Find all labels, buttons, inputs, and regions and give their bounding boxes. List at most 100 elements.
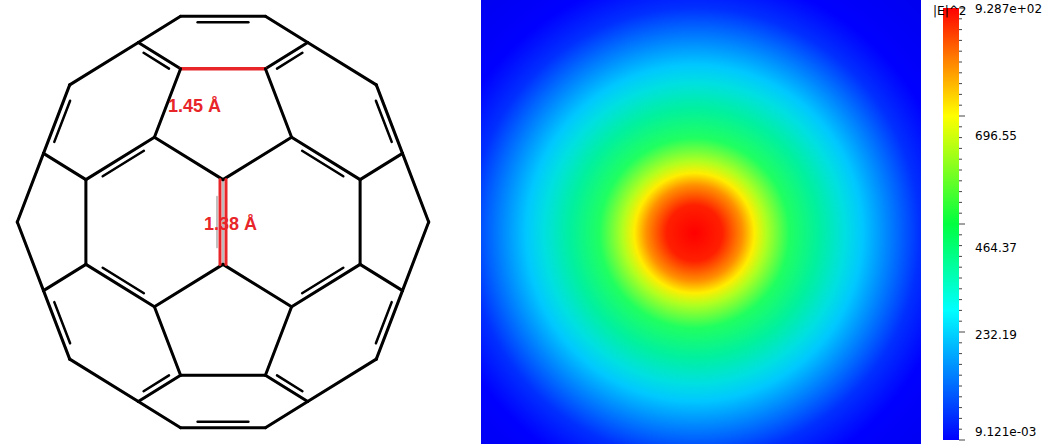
tick-mark <box>959 396 962 397</box>
bond-line <box>308 359 377 401</box>
tick-mark <box>959 386 962 387</box>
bond-line <box>223 137 292 179</box>
back-bond-line <box>292 264 361 306</box>
double-bond <box>302 268 343 294</box>
back-bond-line <box>308 43 377 85</box>
tick-mark <box>959 29 962 30</box>
scale-value: 9.287e+02 <box>975 2 1042 16</box>
tick-mark <box>959 353 962 354</box>
tick-mark <box>959 105 962 106</box>
bond-line <box>360 264 402 290</box>
double-bond <box>103 268 144 294</box>
back-bond-line <box>265 16 307 42</box>
bond-line <box>265 307 291 376</box>
back-bond-line <box>138 375 180 401</box>
tick-mark <box>959 342 962 343</box>
tick-mark <box>959 234 962 235</box>
back-bond-line <box>154 137 223 179</box>
double-bond <box>103 151 144 177</box>
tick-mark <box>959 278 962 279</box>
back-bond-line <box>181 68 266 70</box>
back-bond-line <box>138 16 180 42</box>
back-bond-line <box>403 153 429 222</box>
bond-line <box>44 291 70 360</box>
tick-mark <box>959 310 962 311</box>
double-bond <box>376 101 392 142</box>
back-bond-line <box>265 307 291 376</box>
double-bond <box>103 151 144 177</box>
bond-line <box>138 16 180 42</box>
bond-line <box>44 264 86 290</box>
bond-line <box>360 153 402 179</box>
tick-mark <box>959 83 962 84</box>
double-bond <box>144 53 169 69</box>
back-bond-line <box>17 222 43 291</box>
back-bond-line <box>85 180 87 265</box>
bond-line <box>154 264 223 306</box>
tick-mark <box>959 40 962 41</box>
tick-mark <box>959 51 962 52</box>
double-bond <box>198 420 249 423</box>
tick-mark <box>959 332 965 333</box>
tick-mark <box>959 224 965 225</box>
bond-line <box>154 307 180 376</box>
scale-value: 9.121e-03 <box>975 425 1036 439</box>
scale-value: 696.55 <box>975 129 1017 143</box>
tick-mark <box>959 180 962 181</box>
tick-mark <box>959 202 962 203</box>
bond-line <box>265 69 291 138</box>
double-bond <box>277 375 302 391</box>
tick-mark <box>959 191 962 192</box>
tick-mark <box>959 18 962 19</box>
tick-mark <box>959 137 962 138</box>
back-bond-line <box>360 153 402 179</box>
double-bond <box>376 302 392 343</box>
tick-mark <box>959 170 962 171</box>
tick-mark <box>959 256 962 257</box>
bond-line <box>17 222 43 291</box>
tick-mark <box>959 62 962 63</box>
bond-line <box>44 85 70 153</box>
bond-line <box>359 180 362 265</box>
bond-line <box>70 43 139 85</box>
bond-length: 1.38 Å <box>204 214 257 235</box>
double-bond <box>302 151 343 177</box>
bond-line <box>70 359 139 401</box>
back-bond-line <box>86 137 154 179</box>
bond-line <box>265 43 307 69</box>
double-bond <box>144 375 169 391</box>
tick-mark <box>959 267 962 268</box>
tick-mark <box>959 72 962 73</box>
bond-line <box>292 264 361 306</box>
bond-line <box>138 375 180 401</box>
back-bond-line <box>265 69 291 138</box>
back-bond-line <box>292 137 361 179</box>
bond-line <box>265 402 307 428</box>
back-bond-line <box>138 402 180 428</box>
color-bar <box>943 8 959 440</box>
tick-mark <box>959 429 962 430</box>
scale-value: 464.37 <box>975 241 1017 255</box>
tick-mark <box>959 299 962 300</box>
back-bond-line <box>265 375 307 401</box>
tick-mark <box>959 321 962 322</box>
double-bond <box>54 302 70 343</box>
tick-mark <box>959 364 962 365</box>
back-bond-line <box>265 43 307 69</box>
back-bond-line <box>223 264 292 306</box>
bond-line <box>223 264 292 306</box>
bond-line <box>17 153 43 222</box>
tick-mark <box>959 116 965 117</box>
scale-value: 232.19 <box>975 328 1017 342</box>
back-bond-line <box>138 43 180 69</box>
back-bond-line <box>376 85 402 153</box>
back-bond-line <box>308 359 377 401</box>
bond-line <box>265 16 307 42</box>
bond-line <box>84 180 87 265</box>
double-bond <box>54 101 70 142</box>
back-bond-line <box>44 291 70 360</box>
back-bond-line <box>17 153 43 222</box>
back-bond-line <box>70 43 139 85</box>
